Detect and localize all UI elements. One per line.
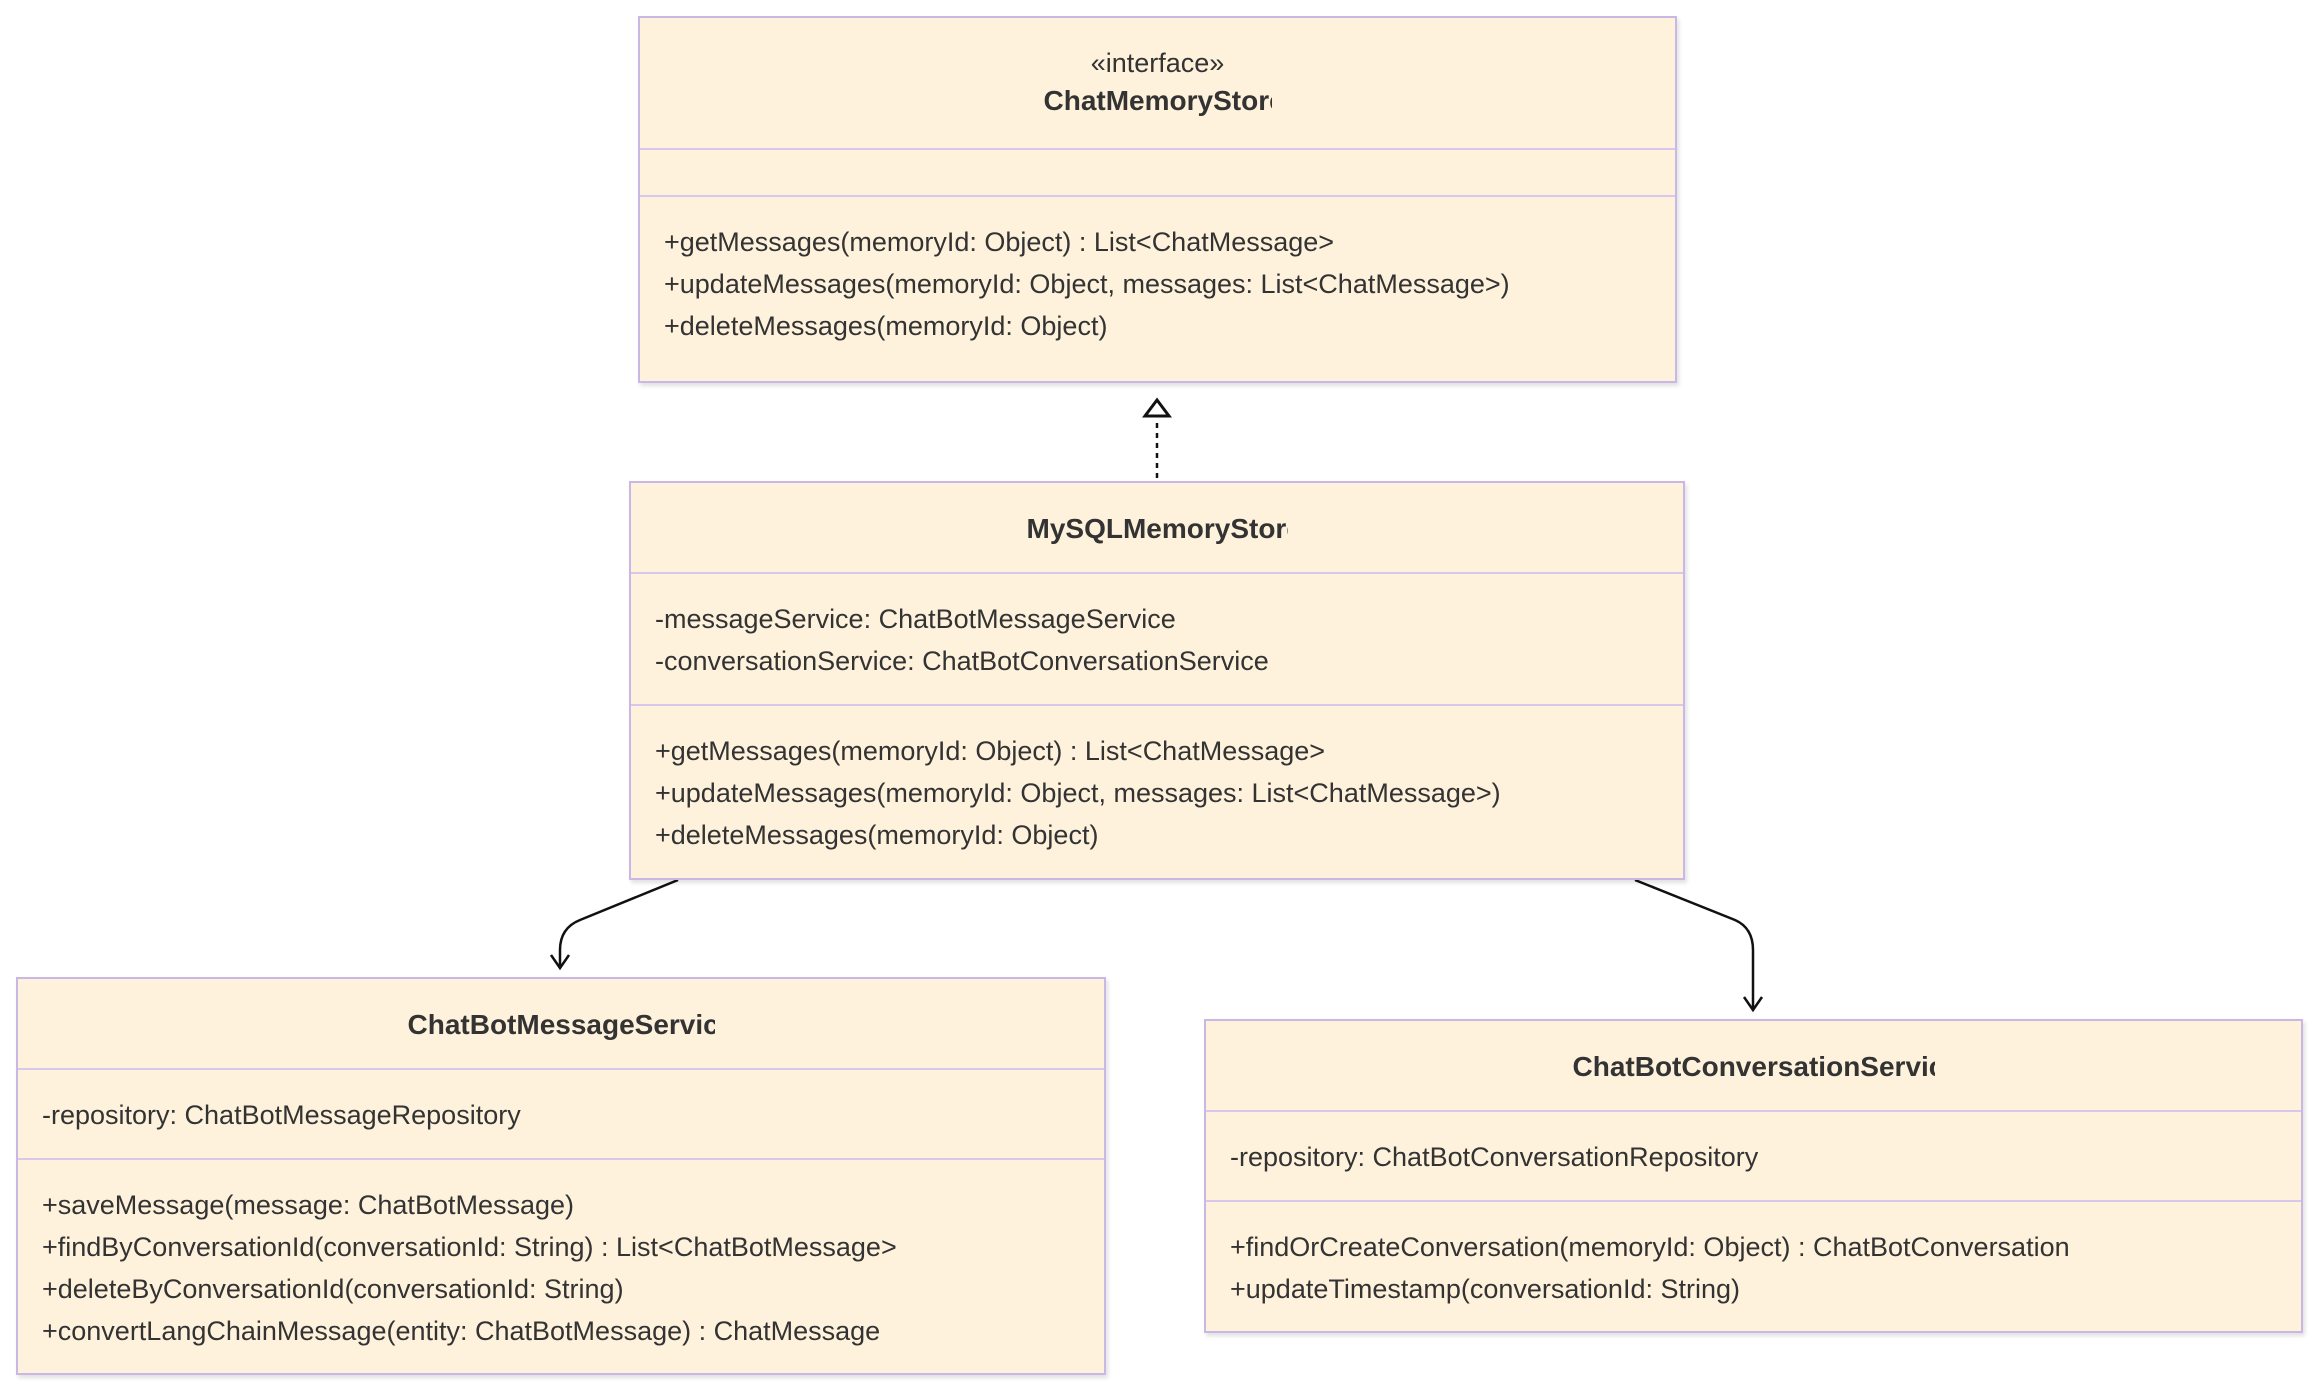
association-arrowhead (549, 954, 571, 971)
attribute-item: -conversationService: ChatBotConversatio… (655, 646, 1269, 676)
method-item: +deleteMessages(memoryId: Object) (664, 311, 1108, 341)
method-item: +convertLangChainMessage(entity: ChatBot… (42, 1316, 881, 1346)
stereotype-label: «interface» (1090, 48, 1225, 78)
class-header: MySQLMemoryStore (631, 483, 1683, 574)
method-item: +deleteMessages(memoryId: Object) (655, 820, 1099, 850)
class-mysql-memory-store[interactable]: MySQLMemoryStore -messageService: ChatBo… (629, 481, 1685, 880)
method-item: +updateMessages(memoryId: Object, messag… (655, 778, 1501, 808)
association-line (558, 878, 679, 966)
methods-section: +findOrCreateConversation(memoryId: Obje… (1206, 1202, 2301, 1310)
method-item: +updateMessages(memoryId: Object, messag… (664, 269, 1510, 299)
methods-section: +getMessages(memoryId: Object) : List<Ch… (640, 197, 1675, 347)
class-header: ChatBotConversationService (1206, 1021, 2301, 1112)
method-item: +updateTimestamp(conversationId: String) (1230, 1274, 1740, 1304)
association-arrow-message-service (549, 878, 679, 971)
class-name: ChatBotConversationService (1572, 1051, 1935, 1082)
method-item: +findByConversationId(conversationId: St… (42, 1232, 897, 1262)
association-arrowhead (1742, 996, 1764, 1013)
methods-section: +getMessages(memoryId: Object) : List<Ch… (631, 706, 1683, 856)
method-item: +deleteByConversationId(conversationId: … (42, 1274, 624, 1304)
class-header: «interface» ChatMemoryStore (640, 18, 1675, 150)
attributes-section (640, 150, 1675, 197)
association-arrow-conversation-service (1634, 878, 1764, 1013)
class-name: ChatMemoryStore (1043, 85, 1272, 116)
realization-arrowhead (1142, 397, 1172, 418)
class-name: ChatBotMessageService (407, 1009, 715, 1040)
class-chatbot-conversation-service[interactable]: ChatBotConversationService -repository: … (1204, 1019, 2303, 1333)
class-chat-memory-store[interactable]: «interface» ChatMemoryStore +getMessages… (638, 16, 1677, 383)
attribute-item: -repository: ChatBotConversationReposito… (1230, 1142, 1759, 1172)
attributes-section: -messageService: ChatBotMessageService -… (631, 574, 1683, 706)
method-item: +saveMessage(message: ChatBotMessage) (42, 1190, 575, 1220)
attributes-section: -repository: ChatBotMessageRepository (18, 1070, 1104, 1160)
class-name: MySQLMemoryStore (1026, 513, 1288, 544)
attribute-item: -repository: ChatBotMessageRepository (42, 1100, 521, 1130)
method-item: +getMessages(memoryId: Object) : List<Ch… (664, 227, 1335, 257)
association-line (1634, 878, 1755, 1008)
attributes-section: -repository: ChatBotConversationReposito… (1206, 1112, 2301, 1202)
method-item: +findOrCreateConversation(memoryId: Obje… (1230, 1232, 2070, 1262)
class-header: ChatBotMessageService (18, 979, 1104, 1070)
class-chatbot-message-service[interactable]: ChatBotMessageService -repository: ChatB… (16, 977, 1106, 1375)
realization-arrow (1142, 397, 1172, 478)
method-item: +getMessages(memoryId: Object) : List<Ch… (655, 736, 1326, 766)
methods-section: +saveMessage(message: ChatBotMessage) +f… (18, 1160, 1104, 1352)
attribute-item: -messageService: ChatBotMessageService (655, 604, 1176, 634)
